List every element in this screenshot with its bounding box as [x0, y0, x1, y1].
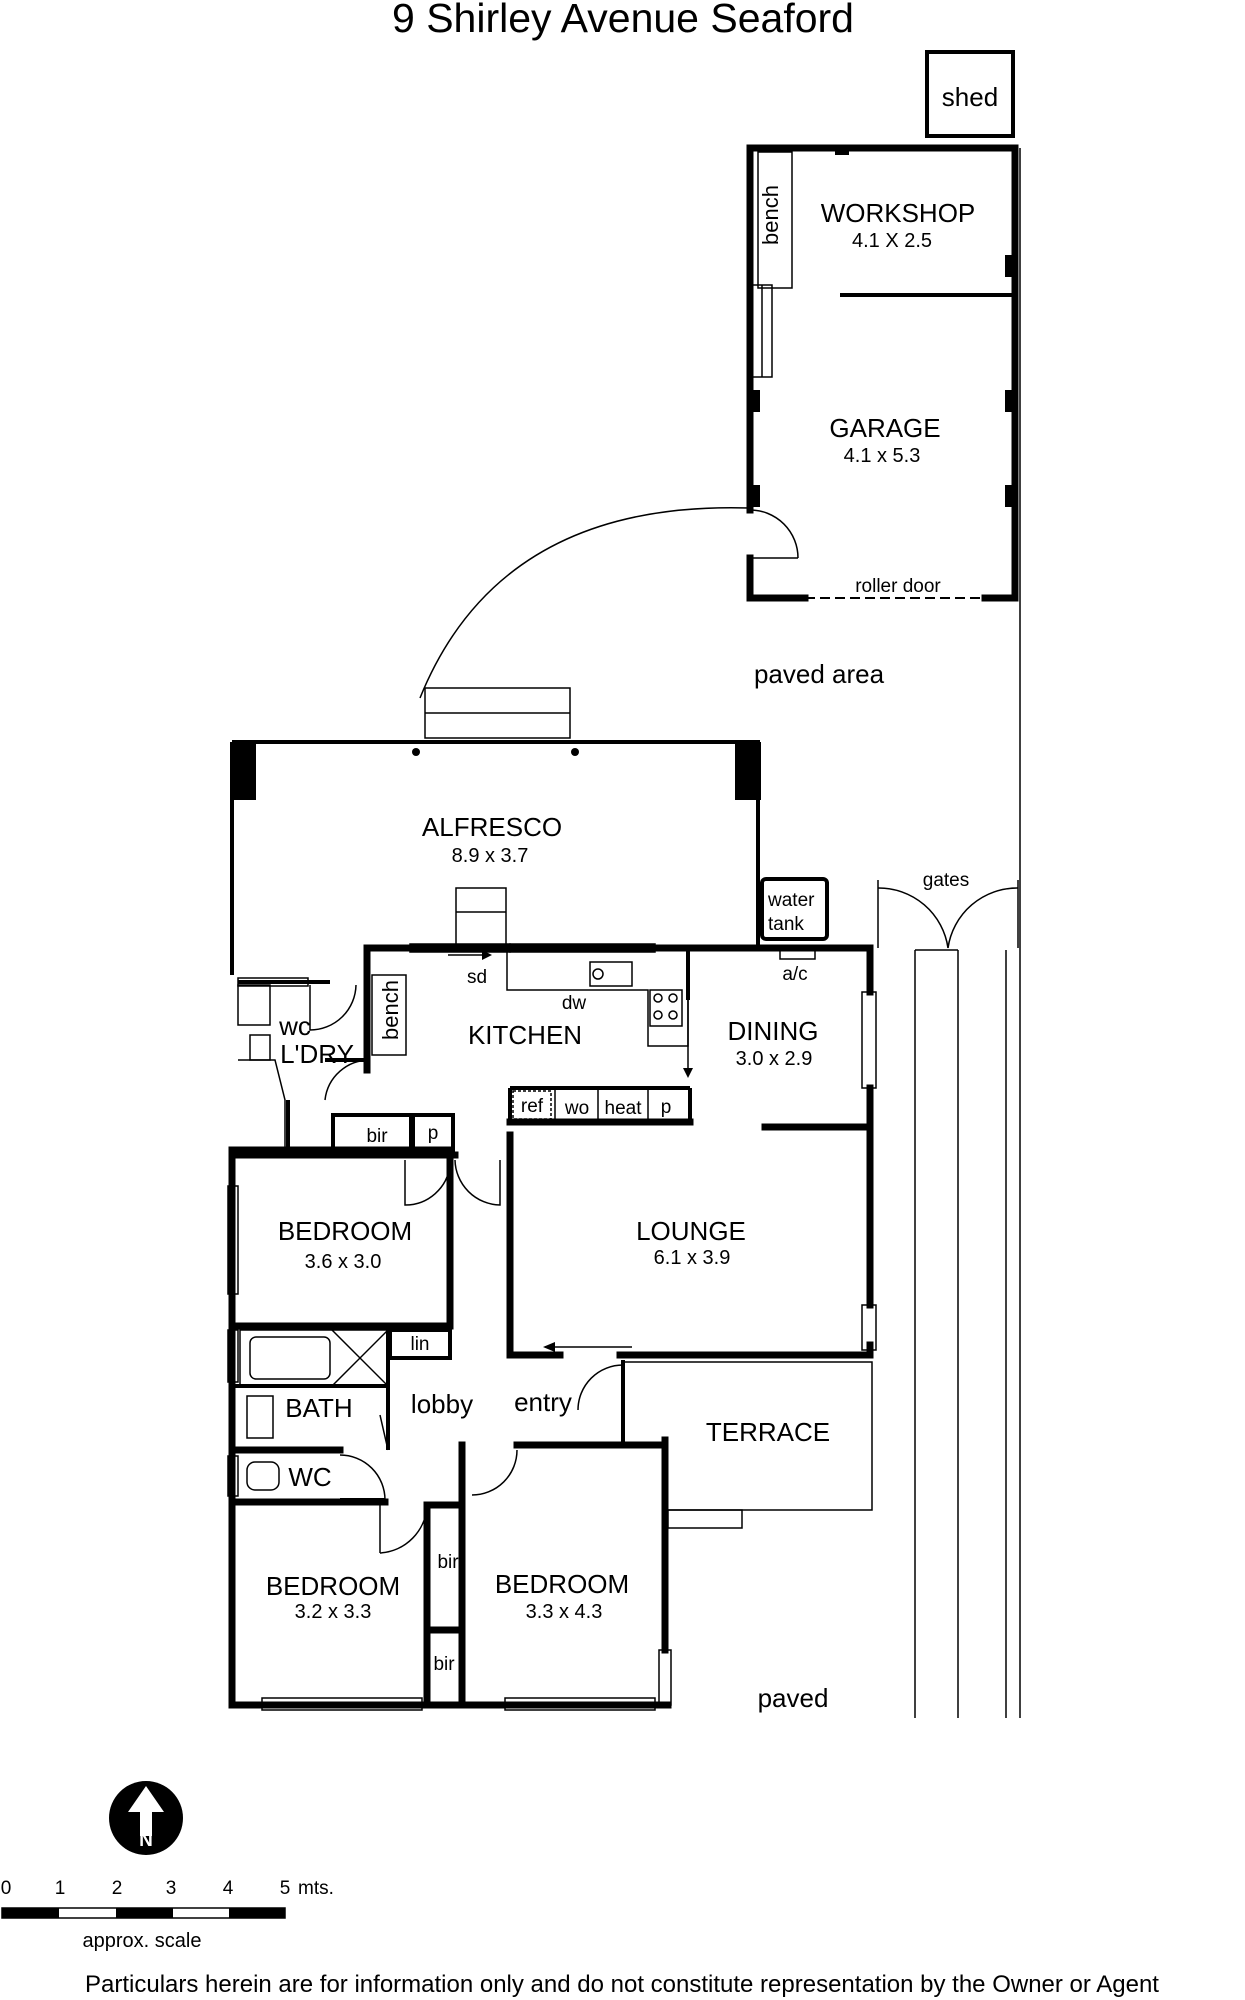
scale-tick-5: 5 [280, 1878, 291, 1899]
workshop-bench-label: bench [758, 185, 783, 245]
water-tank-label-1: water [767, 890, 815, 911]
alfresco: ALFRESCO 8.9 x 3.7 [230, 687, 761, 975]
roller-door-label: roller door [855, 576, 941, 597]
lobby-label: lobby [411, 1389, 473, 1419]
compass-north-label: N [139, 1830, 153, 1851]
laundry-wc-label: wc [278, 1011, 311, 1041]
gates: gates [877, 870, 1019, 1718]
paved-label: paved [758, 1683, 829, 1713]
kitchen-name: KITCHEN [468, 1020, 582, 1050]
scale-tick-1: 1 [55, 1878, 66, 1899]
water-tank-label-2: tank [768, 914, 804, 935]
laundry-bench-label: bench [378, 980, 403, 1040]
bedroom1-dims: 3.6 x 3.0 [305, 1251, 382, 1273]
dining-name: DINING [728, 1016, 819, 1046]
alfresco-dims: 8.9 x 3.7 [452, 845, 529, 867]
alfresco-name: ALFRESCO [422, 812, 562, 842]
garage-name: GARAGE [829, 413, 940, 443]
bedroom2-dims: 3.2 x 3.3 [295, 1601, 372, 1623]
footer-disclaimer: Particulars herein are for information o… [85, 1971, 1159, 1998]
scale-bar: 0 1 2 3 4 5 mts. approx. scale [1, 1878, 334, 1952]
ac-label: a/c [782, 964, 807, 985]
garage-dims: 4.1 x 5.3 [844, 445, 921, 467]
bedroom3-dims: 3.3 x 4.3 [526, 1601, 603, 1623]
house-walls [227, 943, 877, 1711]
scale-tick-0: 0 [1, 1878, 12, 1899]
bir-hall-label: bir [366, 1126, 388, 1147]
workshop-dims: 4.1 X 2.5 [852, 230, 932, 252]
water-tank: water tank [760, 877, 829, 941]
wo-label: wo [564, 1098, 589, 1119]
bir2-label: bir [437, 1552, 459, 1573]
dining-dims: 3.0 x 2.9 [736, 1048, 813, 1070]
entry-label: entry [514, 1387, 572, 1417]
heat-label: heat [605, 1098, 643, 1119]
scale-unit: mts. [298, 1878, 334, 1899]
plan-title: 9 Shirley Avenue Seaford [392, 0, 854, 41]
pantry-hall-label: p [428, 1123, 439, 1144]
scale-tick-4: 4 [223, 1878, 234, 1899]
workshop-name: WORKSHOP [821, 198, 976, 228]
scale-caption: approx. scale [83, 1930, 202, 1952]
lin-label: lin [410, 1334, 429, 1355]
wc-name: WC [288, 1462, 331, 1492]
laundry-name: L'DRY [280, 1039, 354, 1069]
path-arc [419, 506, 751, 699]
bedroom1-name: BEDROOM [278, 1216, 412, 1246]
scale-tick-3: 3 [166, 1878, 177, 1899]
bath-name: BATH [285, 1393, 352, 1423]
gates-label: gates [923, 870, 969, 891]
pantry-kitchen-label: p [661, 1097, 672, 1118]
lounge-dims: 6.1 x 3.9 [654, 1247, 731, 1269]
paved-area-label: paved area [754, 659, 885, 689]
bir3-label: bir [433, 1654, 455, 1675]
bedroom2-name: BEDROOM [266, 1571, 400, 1601]
shed: shed [925, 50, 1015, 138]
terrace [625, 1355, 873, 1529]
north-compass-icon: N [109, 1781, 183, 1855]
dw-label: dw [562, 993, 587, 1014]
terrace-name: TERRACE [706, 1417, 830, 1447]
ref-label: ref [521, 1096, 544, 1117]
scale-tick-2: 2 [112, 1878, 123, 1899]
garage-building: bench WORKSHOP 4.1 X 2.5 GARAGE 4.1 x 5.… [746, 144, 1019, 602]
lounge-name: LOUNGE [636, 1216, 746, 1246]
shed-label: shed [942, 82, 998, 112]
sd-label: sd [467, 967, 487, 988]
bedroom3-name: BEDROOM [495, 1569, 629, 1599]
